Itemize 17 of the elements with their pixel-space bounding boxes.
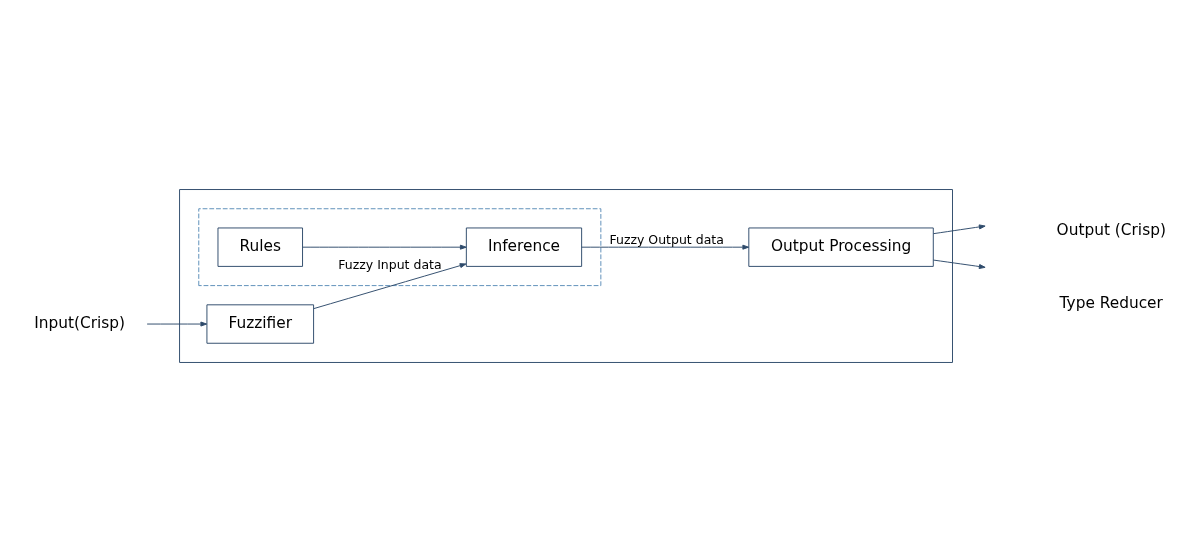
- arrow: [933, 259, 986, 269]
- node-text: Input(Crisp): [34, 313, 126, 332]
- cluster: [179, 189, 953, 363]
- arrow: [313, 263, 467, 310]
- label: Type Reducer: [1059, 293, 1163, 312]
- node-box: Fuzzifier: [206, 304, 315, 344]
- node-box: Rules: [217, 227, 303, 267]
- arrow: [146, 321, 208, 327]
- edge-label: Fuzzy Output data: [609, 231, 724, 247]
- cluster: [198, 208, 602, 287]
- node-box: Output Processing: [748, 227, 934, 267]
- arrow: [933, 224, 986, 235]
- node-box: Inference: [465, 227, 583, 267]
- edge-label: Fuzzy Input data: [338, 256, 442, 272]
- arrow: [581, 244, 750, 250]
- label: Output (Crisp): [1056, 220, 1166, 239]
- arrow: [302, 244, 467, 250]
